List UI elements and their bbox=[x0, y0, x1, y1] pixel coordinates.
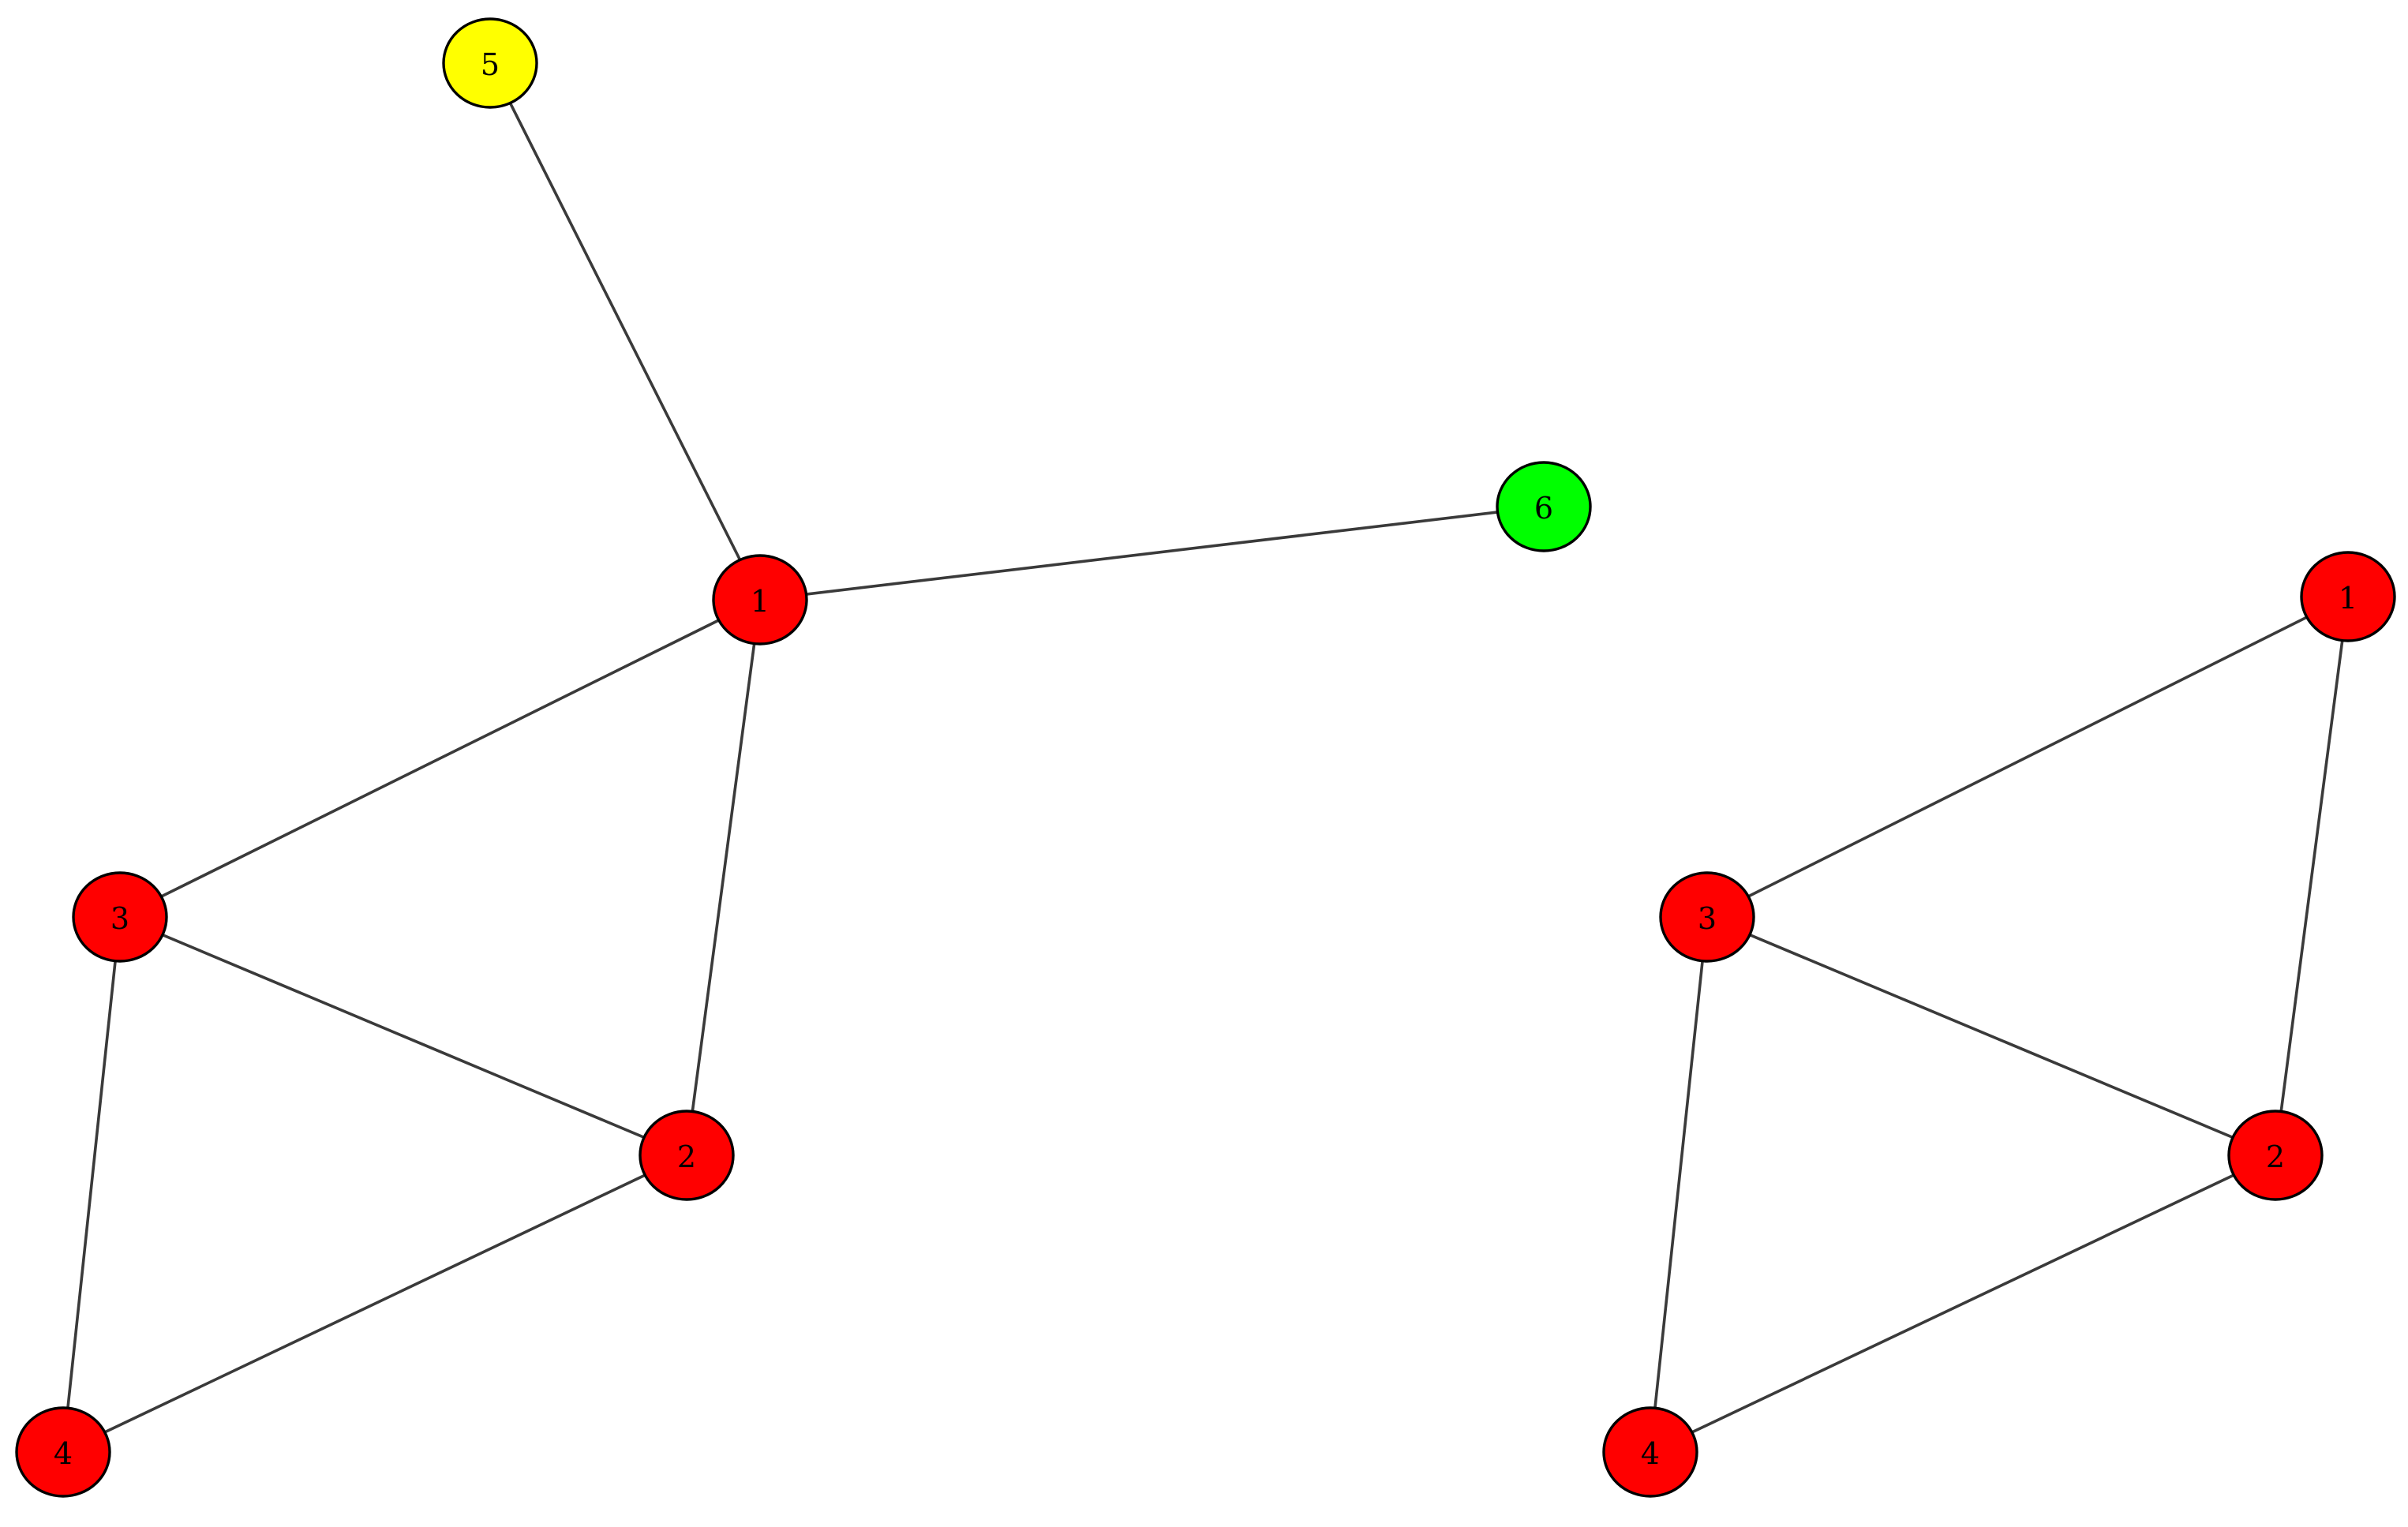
edge-right-1-3 bbox=[1706, 595, 2349, 919]
edge-left-3-2 bbox=[119, 915, 687, 1157]
edge-left-1-6 bbox=[759, 505, 1545, 601]
graph-right bbox=[1649, 595, 2350, 1454]
node-circle bbox=[1659, 871, 1755, 963]
edge-left-5-1 bbox=[489, 62, 762, 601]
node-left-2[interactable]: 2 bbox=[639, 1110, 735, 1201]
edge-left-3-4 bbox=[62, 916, 122, 1453]
node-right-3[interactable]: 3 bbox=[1659, 871, 1755, 963]
node-circle bbox=[442, 17, 538, 109]
node-left-6[interactable]: 6 bbox=[1496, 461, 1592, 552]
node-circle bbox=[712, 554, 808, 646]
edge-left-2-4 bbox=[62, 1154, 687, 1454]
node-label: 2 bbox=[2266, 1140, 2285, 1174]
node-label: 1 bbox=[2339, 581, 2357, 616]
node-circle bbox=[2227, 1110, 2324, 1201]
node-label: 3 bbox=[110, 901, 129, 936]
node-left-3[interactable]: 3 bbox=[72, 871, 168, 963]
node-label: 6 bbox=[1534, 491, 1553, 526]
edge-right-1-2 bbox=[2274, 596, 2350, 1156]
node-circle bbox=[1496, 461, 1592, 552]
node-label: 1 bbox=[751, 584, 770, 619]
node-label: 4 bbox=[54, 1436, 73, 1471]
graph-left bbox=[62, 62, 1545, 1454]
edge-left-1-3 bbox=[119, 598, 761, 919]
edge-right-3-2 bbox=[1706, 915, 2276, 1157]
node-left-1[interactable]: 1 bbox=[712, 554, 808, 646]
edges-layer bbox=[62, 62, 2350, 1454]
edge-right-3-4 bbox=[1649, 916, 1709, 1453]
node-left-5[interactable]: 5 bbox=[442, 17, 538, 109]
edge-right-2-4 bbox=[1650, 1154, 2276, 1454]
node-circle bbox=[15, 1406, 111, 1498]
node-circle bbox=[2300, 551, 2396, 642]
node-left-4[interactable]: 4 bbox=[15, 1406, 111, 1498]
node-circle bbox=[1602, 1406, 1698, 1498]
node-circle bbox=[639, 1110, 735, 1201]
node-right-2[interactable]: 2 bbox=[2227, 1110, 2324, 1201]
node-right-4[interactable]: 4 bbox=[1602, 1406, 1698, 1498]
node-label: 3 bbox=[1698, 901, 1717, 936]
nodes-layer: 1 2 3 4 5 6 1 2 3 4 bbox=[15, 17, 2396, 1498]
node-label: 5 bbox=[481, 47, 500, 82]
node-circle bbox=[72, 871, 168, 963]
node-label: 4 bbox=[1641, 1436, 1660, 1471]
edge-left-1-2 bbox=[685, 599, 762, 1156]
node-label: 2 bbox=[677, 1140, 696, 1174]
node-right-1[interactable]: 1 bbox=[2300, 551, 2396, 642]
